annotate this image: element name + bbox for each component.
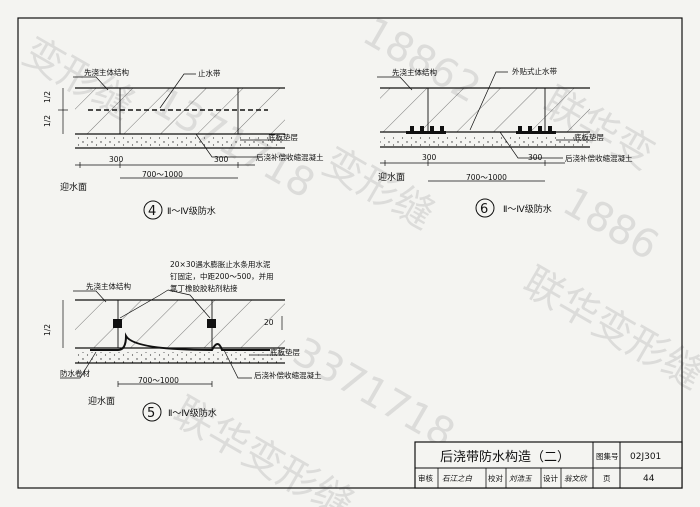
label-membrane: 防水卷材 xyxy=(60,368,90,378)
label-base: 底板垫层 xyxy=(268,132,298,142)
dim-right: 300 xyxy=(528,153,543,162)
note-line-2: 钉固定，中距200～500，并用 xyxy=(170,271,274,281)
label-first-pour: 先浇主体结构 xyxy=(392,67,437,77)
note-line-1: 20×30遇水膨胀止水条用水泥 xyxy=(170,259,271,269)
detail-number: 5 xyxy=(147,406,155,421)
note-line-3: 氯丁橡胶胶粘剂粘接 xyxy=(170,283,238,293)
base-cushion xyxy=(75,136,285,148)
sheet-border xyxy=(17,17,683,489)
dim-width: 700～1000 xyxy=(138,376,179,385)
label-base: 底板垫层 xyxy=(574,132,604,142)
drawing-title: 后浇带防水构造（二） xyxy=(440,449,570,465)
label-waterstop: 止水带 xyxy=(198,68,221,78)
label-first-pour: 先浇主体结构 xyxy=(84,67,129,77)
detail-5: 20×30遇水膨胀止水条用水泥 钉固定，中距200～500，并用 氯丁橡胶胶粘剂… xyxy=(43,259,322,422)
watermark: 联华变形缝 xyxy=(515,259,700,399)
atlas-label: 图集号 xyxy=(596,451,619,461)
label-waterstop: 外贴式止水带 xyxy=(512,66,557,76)
structure-slab xyxy=(75,300,285,348)
detail-number-circle xyxy=(143,200,163,220)
dim-20: 20 xyxy=(264,318,274,327)
detail-number-circle xyxy=(142,402,162,422)
water-face-label: 迎水面 xyxy=(378,171,405,183)
page-number: 44 xyxy=(643,474,655,484)
dim-right: 300 xyxy=(214,155,229,164)
external-waterstop xyxy=(406,126,556,134)
review-signature: 石江之白 xyxy=(442,474,472,483)
atlas-number: 02J301 xyxy=(630,452,661,462)
dim-half-top: 1/2 xyxy=(43,91,52,103)
label-post-concrete: 后浇补偿收缩混凝土 xyxy=(254,370,322,380)
title-block: 后浇带防水构造（二） 图集号 02J301 页 44 审核 石江之白 校对 刘浩… xyxy=(414,441,683,489)
detail-6: 先浇主体结构 外贴式止水带 底板垫层 后浇补偿收缩混凝土 300 300 700… xyxy=(377,66,633,218)
check-signature: 刘浩玉 xyxy=(509,474,533,483)
dim-half: 1/2 xyxy=(43,324,52,336)
watermark: 3371718 xyxy=(285,329,462,458)
detail-number: 6 xyxy=(480,202,488,217)
detail-grade: Ⅱ～Ⅳ级防水 xyxy=(167,205,216,217)
watermark: 1886 xyxy=(555,179,666,270)
dim-width: 700～1000 xyxy=(466,173,507,182)
base-cushion xyxy=(380,136,590,147)
design-label: 设计 xyxy=(543,473,558,483)
review-label: 审核 xyxy=(418,473,433,483)
design-signature: 翁文欣 xyxy=(564,474,588,483)
waterproof-membrane xyxy=(90,332,270,352)
dim-half-bottom: 1/2 xyxy=(43,115,52,127)
watermark: 联华变形缝 xyxy=(165,389,361,507)
label-post-concrete: 后浇补偿收缩混凝土 xyxy=(565,153,633,163)
swelling-strip xyxy=(207,319,216,328)
structure-slab xyxy=(75,88,285,134)
dim-left: 300 xyxy=(109,155,124,164)
dim-width: 700～1000 xyxy=(142,170,183,179)
detail-grade: Ⅱ～Ⅳ级防水 xyxy=(168,407,217,419)
label-base: 底板垫层 xyxy=(270,347,300,357)
check-label: 校对 xyxy=(488,473,503,483)
swelling-strip xyxy=(113,319,122,328)
dim-left: 300 xyxy=(422,153,437,162)
detail-grade: Ⅱ～Ⅳ级防水 xyxy=(503,203,552,215)
detail-4: 先浇主体结构 止水带 底板垫层 后浇补偿收缩混凝土 1/2 1/2 300 30… xyxy=(43,67,324,220)
detail-number-circle xyxy=(475,198,495,218)
structure-slab xyxy=(380,88,590,132)
water-face-label: 迎水面 xyxy=(60,181,87,193)
base-cushion xyxy=(75,352,285,363)
watermark-layer: 变形缝 18862 联华变 1371718 变形缝 1886 联华变形缝 337… xyxy=(15,9,700,507)
page-label: 页 xyxy=(603,474,611,483)
label-post-concrete: 后浇补偿收缩混凝土 xyxy=(256,152,324,162)
water-face-label: 迎水面 xyxy=(88,395,115,407)
label-first-pour: 先浇主体结构 xyxy=(86,281,131,291)
detail-number: 4 xyxy=(148,204,156,219)
